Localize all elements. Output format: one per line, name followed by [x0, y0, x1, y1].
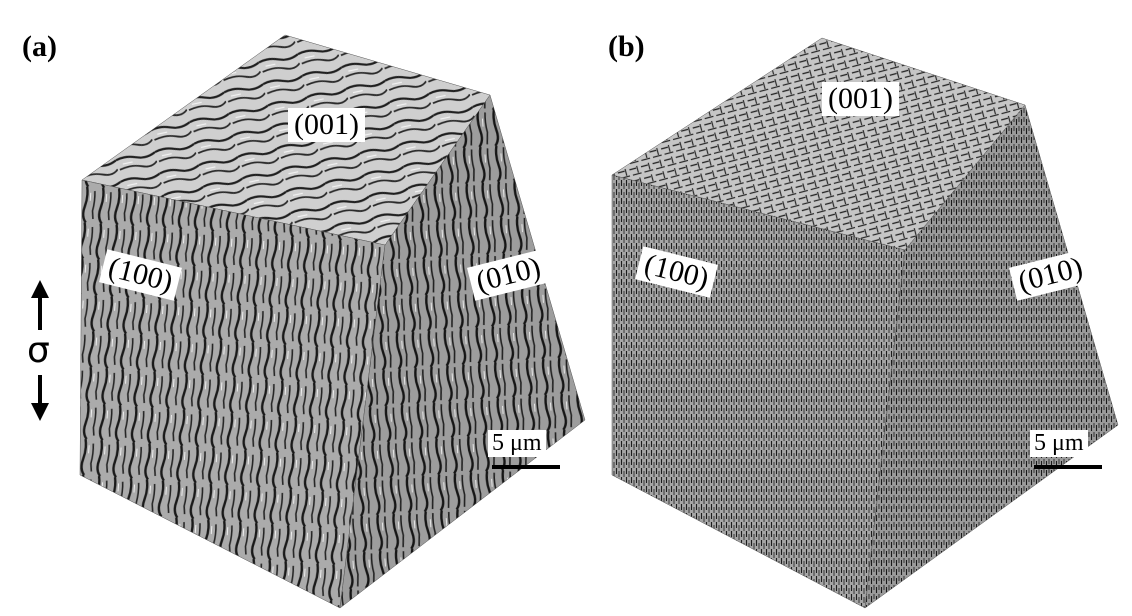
- cube-b-scale-bar-label: 5 μm: [1030, 430, 1088, 457]
- cube-a-right-face: [339, 94, 586, 609]
- panel-b-label: (b): [608, 30, 645, 63]
- cube-a-top-face-label: (001): [288, 108, 365, 142]
- cube-a-scale-bar: [492, 465, 560, 469]
- cube-a: [79, 34, 586, 609]
- cube-b-right-face: [864, 104, 1119, 609]
- cube-b-top-face-label: (001): [822, 82, 899, 116]
- cube-b-left-face: [611, 174, 906, 609]
- cube-a-scale-bar-label: 5 μm: [488, 430, 546, 457]
- cube-b-scale-bar: [1034, 465, 1102, 469]
- cube-a-left-face: [79, 179, 386, 609]
- panel-a-label: (a): [22, 30, 57, 63]
- arrow-down-icon: [31, 375, 49, 421]
- arrow-up-icon: [31, 280, 49, 330]
- stress-axis-symbol: σ: [27, 330, 50, 371]
- cube-b: [611, 37, 1119, 609]
